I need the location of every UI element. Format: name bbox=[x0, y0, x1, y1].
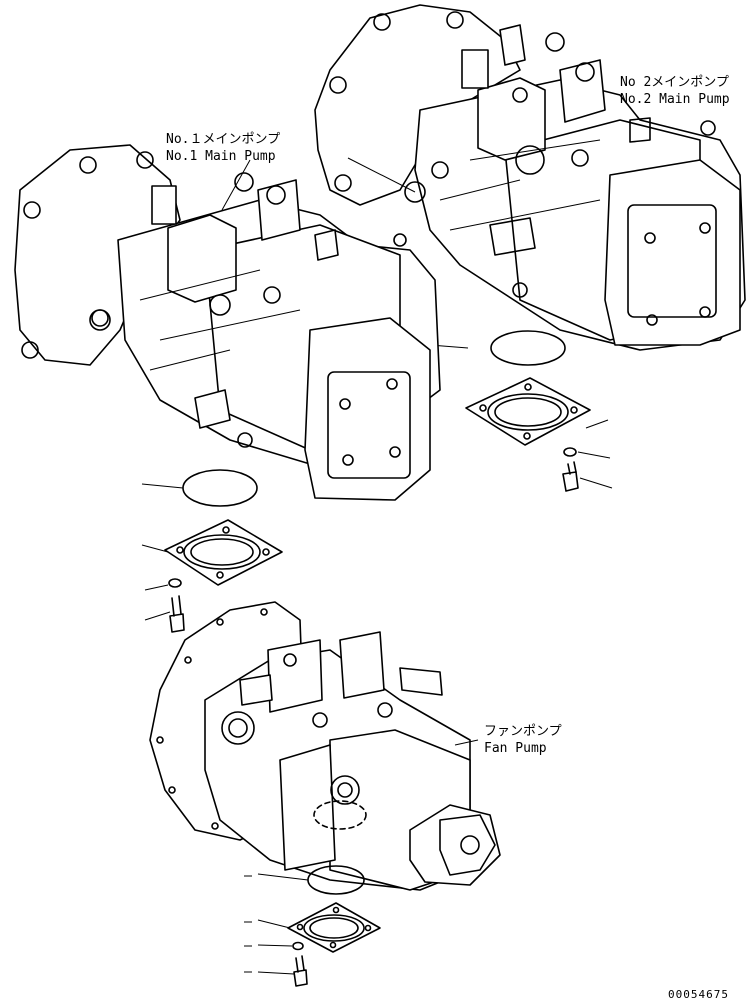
no1-bolt bbox=[169, 595, 185, 633]
no1-o-ring bbox=[182, 469, 258, 507]
fan-pump-label-jp: ファンポンプ bbox=[484, 724, 562, 739]
no1-main-pump-assembly bbox=[14, 144, 441, 633]
no1-pump-label-jp: No.１メインポンプ bbox=[166, 132, 280, 147]
no2-washer bbox=[563, 447, 577, 457]
fan-washer bbox=[292, 941, 304, 951]
fan-pump-assembly bbox=[149, 601, 501, 987]
no2-o-ring bbox=[490, 330, 566, 366]
no2-pump-label-en: No.2 Main Pump bbox=[620, 92, 730, 107]
fan-gasket-plate bbox=[287, 902, 381, 953]
no2-main-pump-assembly bbox=[314, 4, 746, 492]
no1-gasket-plate bbox=[164, 519, 283, 586]
drawing-number: 00054675 bbox=[668, 988, 729, 1001]
no2-bolt bbox=[562, 461, 579, 492]
no2-gasket-plate bbox=[465, 377, 591, 446]
fan-pump-label-en: Fan Pump bbox=[484, 741, 547, 756]
no1-washer bbox=[168, 578, 182, 588]
no1-pump-label-en: No.1 Main Pump bbox=[166, 149, 276, 164]
fan-bolt bbox=[293, 955, 308, 987]
no2-pump-label-jp: No 2メインポンプ bbox=[620, 75, 729, 90]
